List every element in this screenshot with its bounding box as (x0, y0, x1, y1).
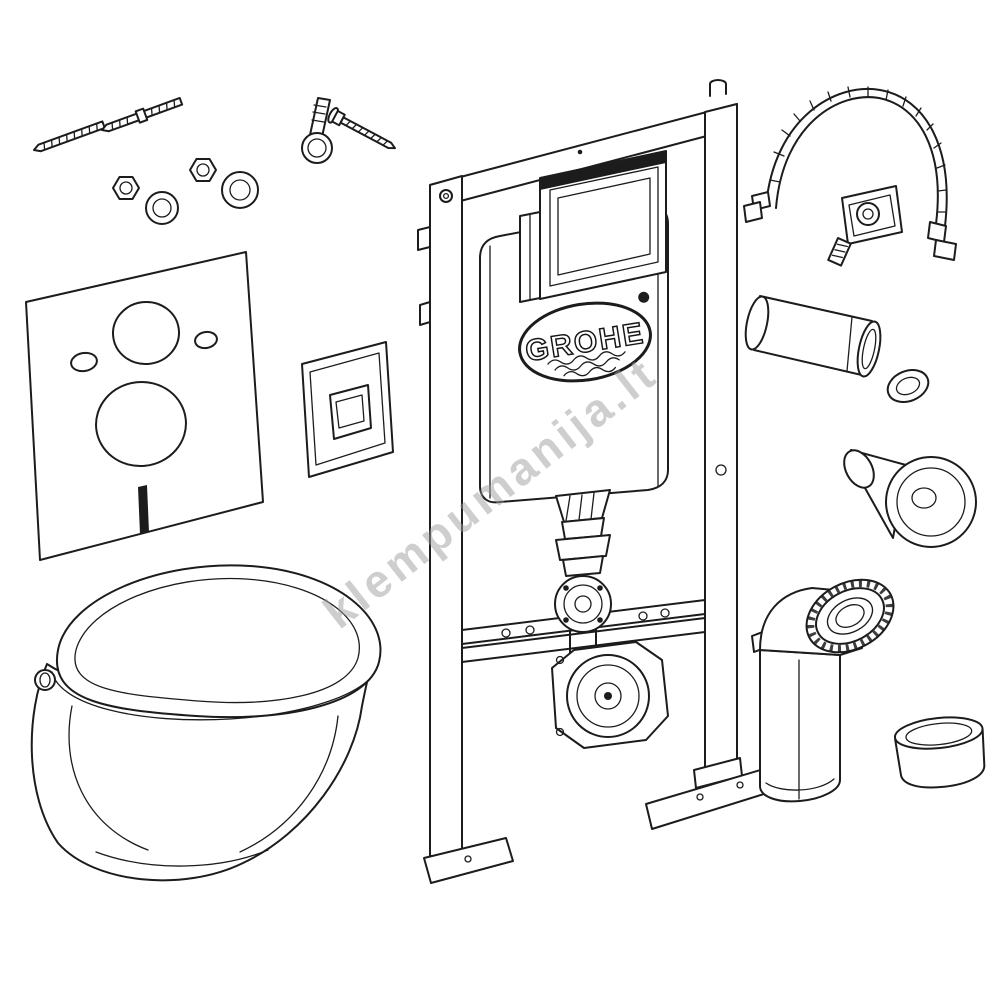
outlet-elbow-drawing (551, 641, 669, 749)
dome-cap-icon (145, 191, 179, 225)
hook-bolt-icon (301, 97, 333, 164)
logo-dot-icon (638, 291, 650, 303)
end-cap-drawing (893, 716, 986, 789)
flush-bend-drawing (554, 489, 612, 654)
water-hose-drawing (743, 86, 957, 261)
logo-wave-icon (547, 351, 626, 365)
elbow-pipe-drawing (751, 578, 895, 803)
sound-insulation-mat-drawing (25, 251, 264, 561)
elbow-striped-band-icon (807, 579, 893, 653)
hex-nut-icon (112, 176, 140, 200)
fixing-rod-icon (33, 120, 106, 153)
fixing-rod-icon (101, 96, 184, 133)
dome-cap-icon (221, 171, 259, 209)
anchor-screw-icon (327, 107, 396, 150)
hex-nut-icon (189, 158, 217, 182)
flush-pipe-drawing (744, 295, 882, 378)
installation-frame-drawing (417, 79, 781, 884)
cone-connector-drawing (843, 449, 977, 548)
flush-plate-drawing (301, 341, 394, 478)
cistern-drawing (479, 150, 669, 504)
toilet-button-icon (34, 669, 56, 691)
toilet-bowl-drawing (30, 564, 382, 882)
angle-valve-drawing (827, 185, 903, 267)
seal-ring-icon (886, 369, 930, 403)
